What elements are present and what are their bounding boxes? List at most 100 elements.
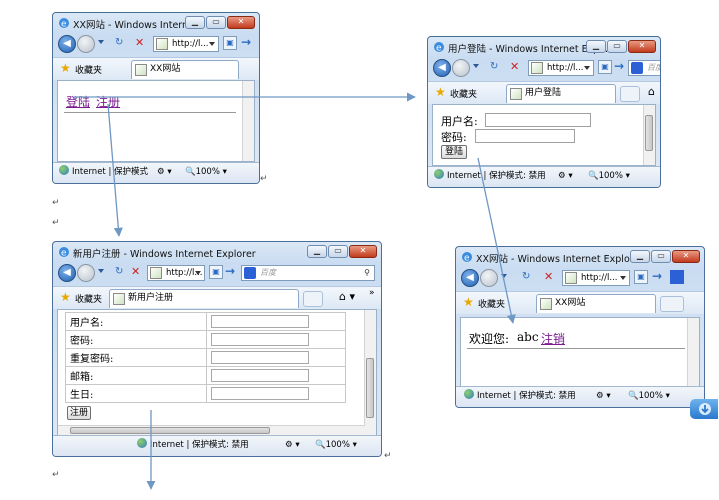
back-arrow-icon[interactable]: ◀ (58, 264, 76, 282)
chevron-down-icon[interactable] (584, 66, 590, 70)
stop-icon[interactable]: ✕ (131, 265, 141, 278)
vertical-scrollbar[interactable] (242, 81, 254, 161)
forward-arrow-icon[interactable] (77, 35, 95, 53)
forward-arrow-icon[interactable] (480, 269, 498, 287)
scroll-thumb[interactable] (645, 115, 653, 151)
stop-icon[interactable]: ✕ (135, 36, 145, 49)
address-bar[interactable]: http://l... (562, 270, 630, 286)
password-field[interactable] (211, 333, 309, 346)
chevron-down-icon[interactable] (473, 64, 479, 68)
minimize-button[interactable]: ▁ (630, 250, 650, 263)
address-bar[interactable]: http://l... (153, 36, 219, 52)
register-link[interactable]: 注册 (96, 95, 121, 109)
login-link[interactable]: 登陆 (66, 95, 91, 109)
back-arrow-icon[interactable]: ◀ (58, 35, 76, 53)
compat-view-icon[interactable]: ▣ (634, 270, 648, 284)
favorites-label[interactable]: 收藏夹 (478, 300, 506, 310)
tab-home[interactable]: XX网站 (131, 60, 239, 79)
back-arrow-icon[interactable]: ◀ (461, 269, 479, 287)
repeat-password-field[interactable] (211, 351, 309, 364)
refresh-icon[interactable]: ↻ (115, 37, 124, 48)
home-icon[interactable]: ⌂ ▾ (339, 290, 356, 303)
star-icon[interactable]: ★ (60, 290, 71, 304)
horizontal-scrollbar[interactable] (58, 425, 365, 436)
address-bar[interactable]: http://l... (147, 265, 205, 281)
address-bar[interactable]: http://l... (528, 60, 594, 76)
baidu-icon[interactable] (670, 270, 684, 284)
minimize-button[interactable]: ▁ (586, 40, 606, 53)
zoom-control[interactable]: 🔍100% ▾ (628, 391, 670, 401)
compat-view-icon[interactable]: ▣ (223, 36, 237, 50)
search-icon[interactable]: ⚲ (364, 268, 370, 277)
star-icon[interactable]: ★ (463, 295, 474, 309)
divider (64, 112, 236, 113)
close-button[interactable]: ✕ (628, 40, 656, 53)
refresh-icon[interactable]: ↻ (490, 61, 499, 72)
compat-view-icon[interactable]: ▣ (598, 60, 612, 74)
go-arrow-icon[interactable]: → (225, 264, 236, 278)
birthday-field[interactable] (211, 387, 309, 400)
search-input[interactable]: 百度 (628, 60, 660, 76)
tab-home[interactable]: XX网站 (536, 294, 656, 313)
username-field[interactable] (485, 113, 591, 127)
download-badge[interactable] (690, 399, 718, 419)
star-icon[interactable]: ★ (435, 85, 446, 99)
chevron-down-icon[interactable] (620, 276, 626, 280)
new-tab-button[interactable] (620, 86, 640, 102)
refresh-icon[interactable]: ↻ (522, 271, 531, 282)
scroll-thumb[interactable] (366, 358, 374, 418)
vertical-scrollbar[interactable] (643, 105, 655, 165)
go-arrow-icon[interactable]: → (652, 269, 663, 283)
maximize-button[interactable]: ▭ (328, 245, 348, 258)
forward-arrow-icon[interactable] (77, 264, 95, 282)
logout-link[interactable]: 注销 (541, 332, 566, 346)
refresh-icon[interactable]: ↻ (115, 266, 124, 277)
register-button[interactable]: 注册 (67, 406, 91, 420)
close-button[interactable]: ✕ (349, 245, 377, 258)
maximize-button[interactable]: ▭ (607, 40, 627, 53)
forward-arrow-icon[interactable] (452, 59, 470, 77)
new-tab-button[interactable] (660, 296, 684, 312)
username-field[interactable] (211, 315, 309, 328)
favorites-label[interactable]: 收藏夹 (75, 295, 103, 305)
tab-register[interactable]: 新用户注册 (109, 289, 299, 308)
minimize-button[interactable]: ▁ (185, 16, 205, 29)
minimize-button[interactable]: ▁ (307, 245, 327, 258)
favorites-label[interactable]: 收藏夹 (75, 66, 103, 76)
go-arrow-icon[interactable]: → (614, 59, 625, 73)
close-button[interactable]: ✕ (227, 16, 255, 29)
go-arrow-icon[interactable]: → (241, 35, 252, 49)
back-arrow-icon[interactable]: ◀ (433, 59, 451, 77)
password-field[interactable] (475, 129, 575, 143)
vertical-scrollbar[interactable] (687, 318, 699, 386)
email-field[interactable] (211, 369, 309, 382)
chevron-down-icon[interactable] (98, 40, 104, 44)
favorites-label[interactable]: 收藏夹 (450, 90, 478, 100)
star-icon[interactable]: ★ (60, 61, 71, 75)
tab-login[interactable]: 用户登陆 (506, 84, 616, 103)
close-button[interactable]: ✕ (672, 250, 700, 263)
zoom-control[interactable]: 🔍100% ▾ (185, 167, 227, 177)
compat-view-icon[interactable]: ▣ (209, 265, 223, 279)
security-icon[interactable]: ⚙ ▾ (596, 391, 611, 401)
more-chevron-icon[interactable]: » (369, 288, 375, 298)
security-icon[interactable]: ⚙ ▾ (285, 440, 300, 450)
vertical-scrollbar[interactable] (364, 310, 376, 436)
stop-icon[interactable]: ✕ (544, 270, 554, 283)
zoom-control[interactable]: 🔍100% ▾ (588, 171, 630, 181)
search-input[interactable]: 百度 ⚲ (241, 265, 375, 281)
maximize-button[interactable]: ▭ (651, 250, 671, 263)
security-icon[interactable]: ⚙ ▾ (157, 167, 172, 177)
chevron-down-icon[interactable] (98, 269, 104, 273)
new-tab-button[interactable] (303, 291, 323, 307)
chevron-down-icon[interactable] (501, 274, 507, 278)
security-icon[interactable]: ⚙ ▾ (558, 171, 573, 181)
chevron-down-icon[interactable] (195, 271, 201, 275)
scroll-thumb[interactable] (70, 427, 270, 434)
zoom-control[interactable]: 🔍100% ▾ (315, 440, 357, 450)
stop-icon[interactable]: ✕ (510, 60, 520, 73)
login-button[interactable]: 登陆 (441, 145, 467, 159)
home-icon[interactable]: ⌂ (648, 85, 655, 98)
maximize-button[interactable]: ▭ (206, 16, 226, 29)
chevron-down-icon[interactable] (209, 42, 215, 46)
